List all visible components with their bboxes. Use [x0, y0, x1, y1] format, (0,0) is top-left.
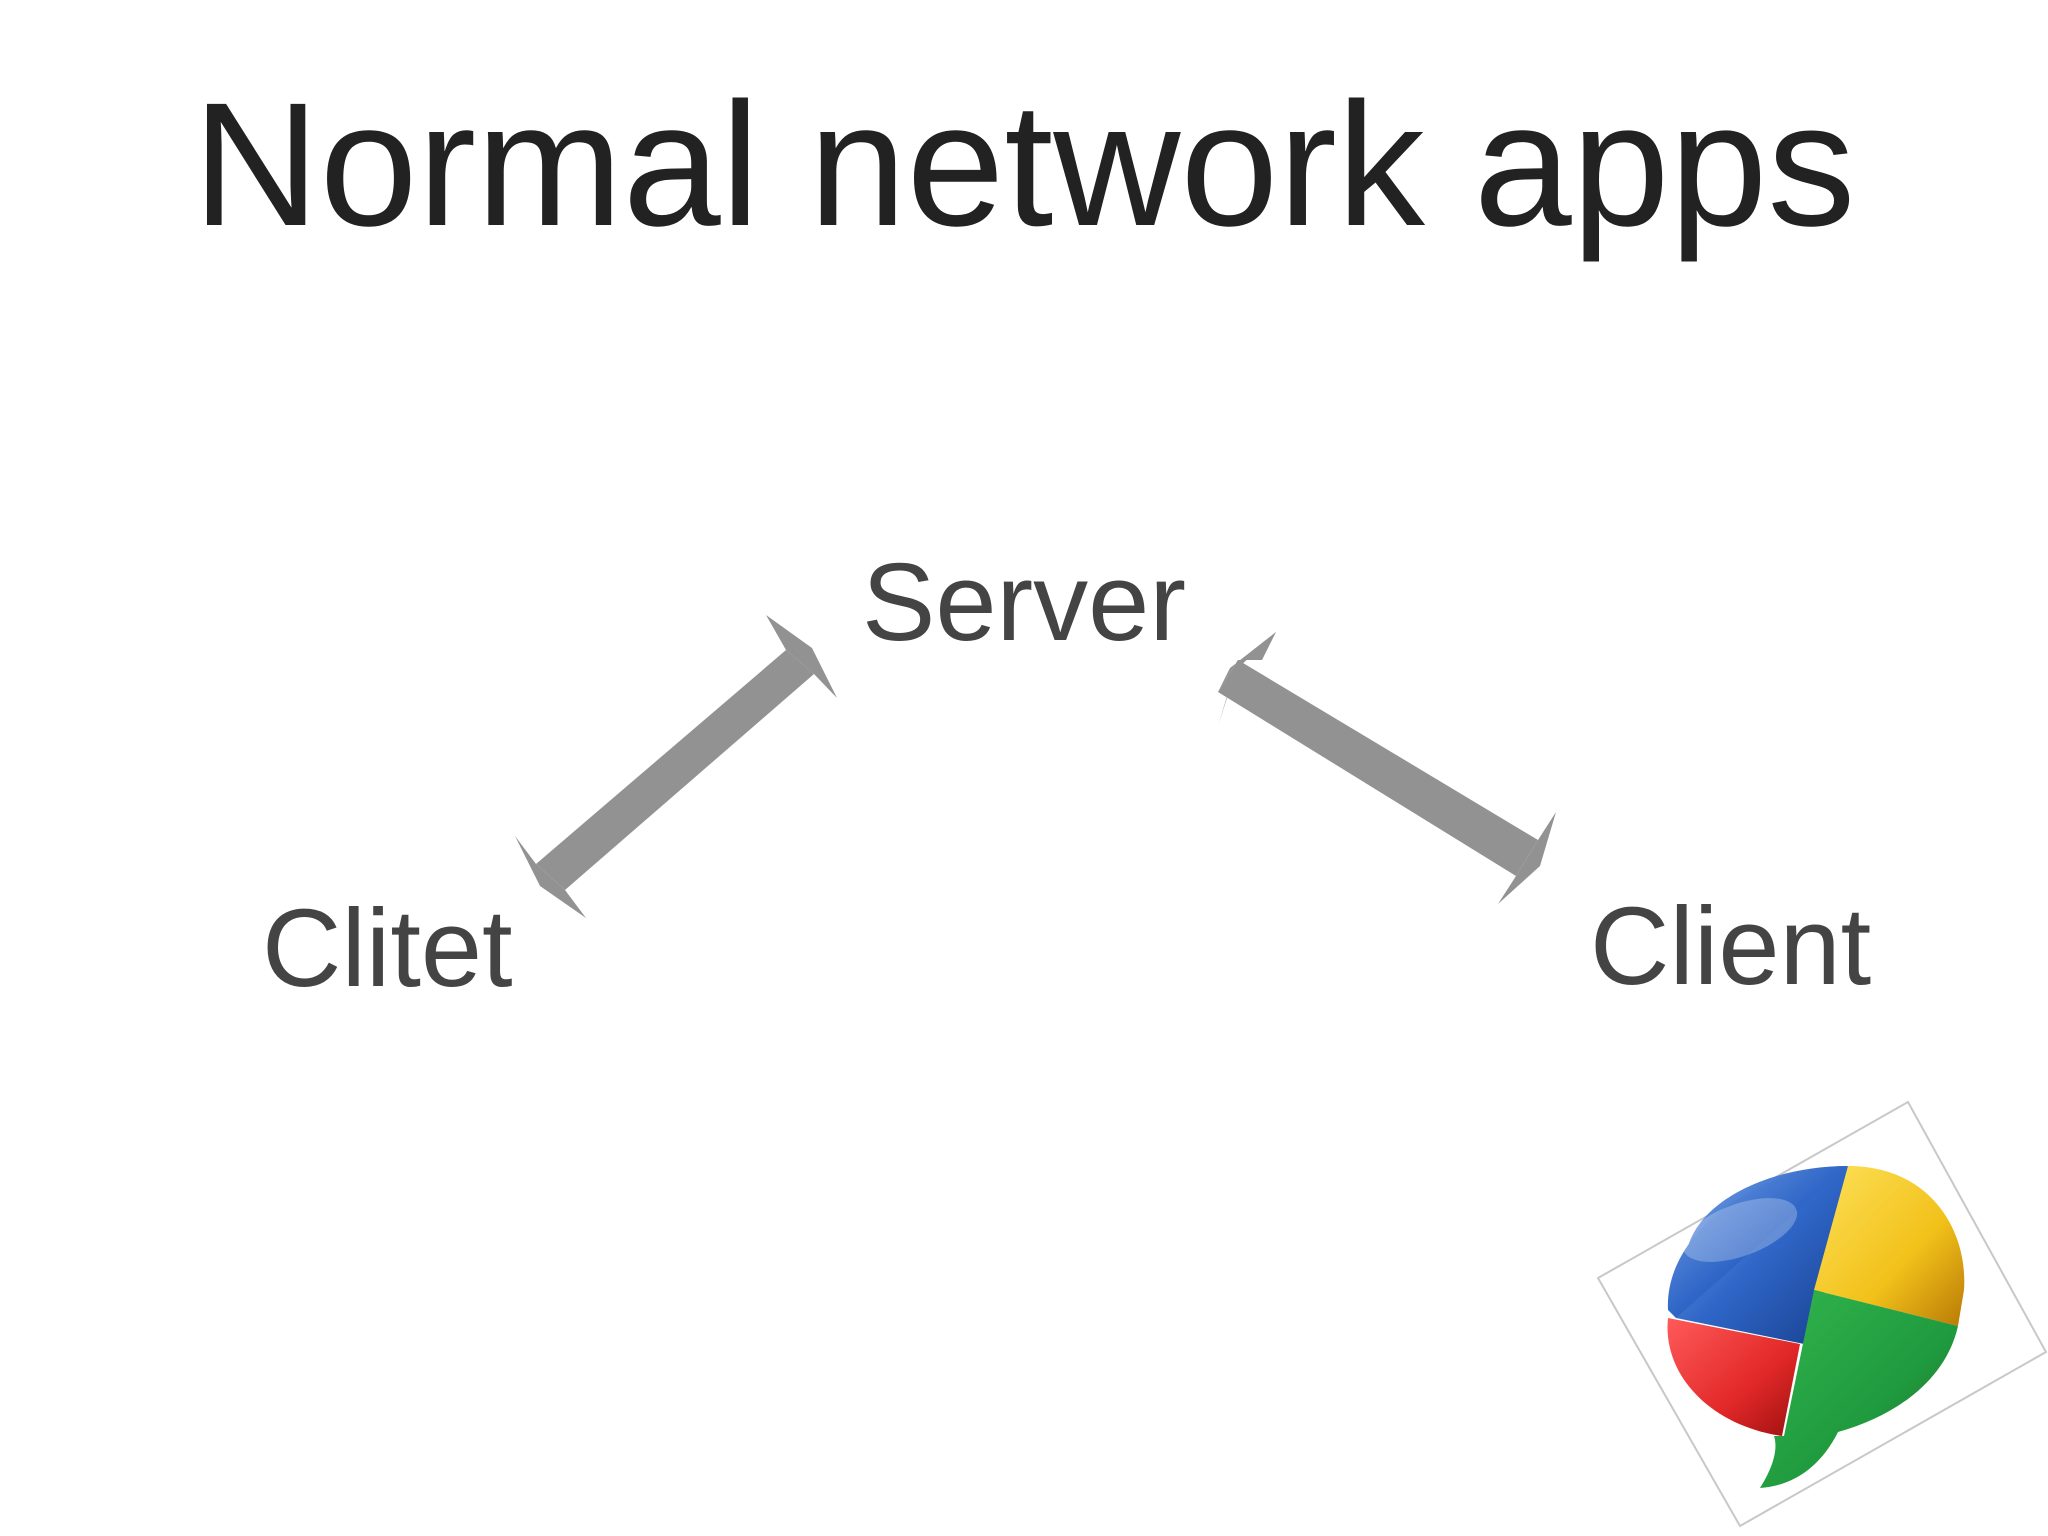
arrow-client-left-server [515, 615, 837, 918]
arrow-server-client-right [1218, 632, 1556, 904]
server-label: Server [862, 541, 1186, 664]
slide-title: Normal network apps [192, 67, 1856, 263]
client-right-label: Client [1590, 885, 1872, 1008]
client-left-label: Clitet [262, 887, 513, 1010]
